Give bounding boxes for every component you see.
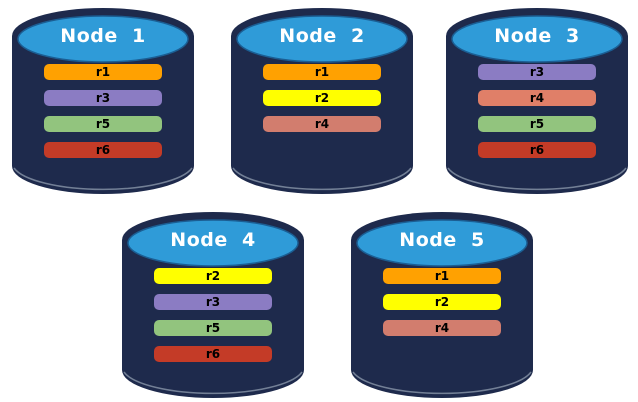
node-title: Node 4 [170,229,256,251]
replica-bar: r1 [263,64,381,80]
replica-bar: r3 [478,64,596,80]
replica-bar: r1 [44,64,162,80]
node-title: Node 3 [494,25,580,47]
node-5: Node 5 r1 r2 r4 [351,212,533,398]
replica-bar: r2 [154,268,272,284]
replica-bar: r6 [154,346,272,362]
replica-list: r2 r3 r5 r6 [154,268,272,362]
replica-bar: r2 [263,90,381,106]
replica-bar: r3 [44,90,162,106]
node-title: Node 1 [60,25,146,47]
replica-bar: r5 [154,320,272,336]
node-title: Node 2 [279,25,365,47]
replica-bar: r3 [154,294,272,310]
replica-list: r3 r4 r5 r6 [478,64,596,158]
replica-list: r1 r2 r4 [383,268,501,336]
replica-bar: r5 [478,116,596,132]
node-4: Node 4 r2 r3 r5 r6 [122,212,304,398]
node-2: Node 2 r1 r2 r4 [231,8,413,194]
node-3: Node 3 r3 r4 r5 r6 [446,8,628,194]
replica-bar: r4 [478,90,596,106]
replica-bar: r6 [478,142,596,158]
node-1: Node 1 r1 r3 r5 r6 [12,8,194,194]
replica-bar: r4 [263,116,381,132]
replica-bar: r4 [383,320,501,336]
replica-bar: r5 [44,116,162,132]
replica-list: r1 r2 r4 [263,64,381,132]
node-title: Node 5 [399,229,485,251]
replica-bar: r6 [44,142,162,158]
replica-list: r1 r3 r5 r6 [44,64,162,158]
replica-bar: r1 [383,268,501,284]
replica-bar: r2 [383,294,501,310]
